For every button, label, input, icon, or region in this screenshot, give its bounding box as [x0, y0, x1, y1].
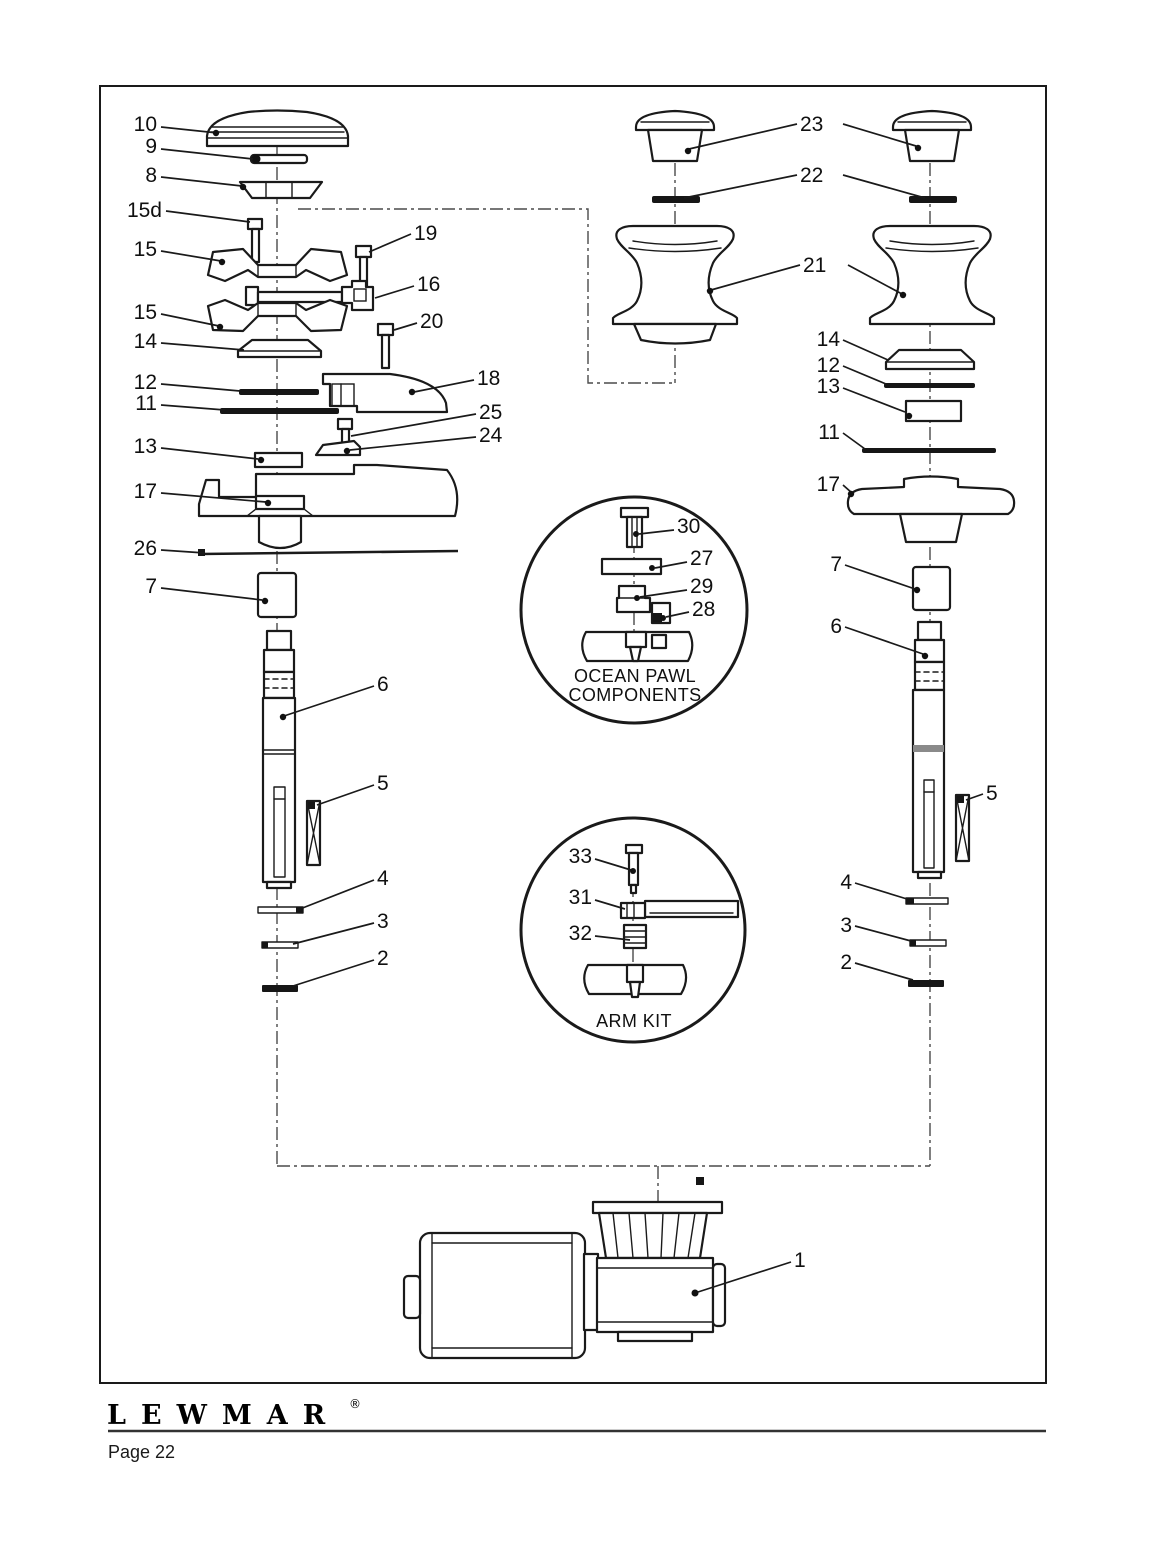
part-2-washer-right	[908, 980, 944, 987]
part-22-washer-right-drum	[909, 196, 957, 203]
part-8-collet	[238, 180, 324, 200]
callout-1: 1	[794, 1249, 806, 1272]
callout-29: 29	[690, 575, 713, 598]
part-15-stripper-upper	[206, 247, 349, 283]
callout-11-right: 11	[818, 421, 840, 444]
arm-kit-caption: ARM KIT	[596, 1011, 672, 1031]
part-7-drive-key-left	[256, 571, 298, 619]
callout-2-right: 2	[840, 951, 852, 974]
leader-dots	[212, 129, 929, 1297]
arm-base-section	[583, 963, 688, 999]
callout-26: 26	[134, 537, 157, 560]
callout-5-right: 5	[986, 782, 998, 805]
callout-2-left: 2	[377, 947, 389, 970]
part-21-drum-left	[611, 224, 739, 345]
part-4-washer-left	[257, 906, 304, 914]
part-1-motor-gearbox	[402, 1177, 727, 1360]
callout-23: 23	[800, 113, 823, 136]
callout-6-right: 6	[830, 615, 842, 638]
part-3-washer-left	[261, 941, 299, 949]
callout-4-right: 4	[840, 871, 852, 894]
part-9-circlip	[249, 153, 309, 165]
callout-19: 19	[414, 222, 437, 245]
part-14-cone-left	[236, 338, 323, 359]
ocean-pawl-caption-line2: COMPONENTS	[568, 685, 701, 705]
callout-15-lower: 15	[134, 301, 157, 324]
part-4-washer-right	[905, 897, 949, 905]
callout-17-left: 17	[134, 480, 157, 503]
lewmar-logo: LEWMAR	[107, 1400, 340, 1431]
leader-lines	[160, 123, 984, 1293]
part-11-ring-right	[862, 448, 996, 453]
ocean-pawl-caption-line1: OCEAN PAWL	[574, 666, 696, 686]
part-29-pawl	[615, 584, 652, 614]
footer: LEWMAR ® Page 22	[107, 1397, 1046, 1462]
part-17-base-right	[846, 475, 1016, 544]
part-5-shaft-key-left	[305, 799, 322, 867]
part-10-top-cap	[205, 109, 350, 148]
part-13-key-right	[904, 399, 963, 423]
part-3-washer-right	[909, 939, 947, 947]
arm-kit-inset	[519, 816, 747, 1044]
part-16-feeder-arm	[244, 279, 375, 312]
callout-9: 9	[145, 135, 157, 158]
callout-3-right: 3	[840, 914, 852, 937]
callout-25: 25	[479, 401, 502, 424]
callout-20: 20	[420, 310, 443, 333]
callout-13-left: 13	[134, 435, 157, 458]
callout-4-left: 4	[377, 867, 389, 890]
callout-7-left: 7	[145, 575, 157, 598]
callout-7-right: 7	[830, 553, 842, 576]
callout-30: 30	[677, 515, 700, 538]
part-32-arm-spring	[622, 923, 648, 950]
pawl-base-section	[581, 630, 694, 663]
callout-3-left: 3	[377, 910, 389, 933]
callout-12-right: 12	[817, 354, 840, 377]
part-2-washer-left	[262, 985, 298, 992]
callout-6-left: 6	[377, 673, 389, 696]
callout-16: 16	[417, 273, 440, 296]
part-12-seal-left	[239, 389, 319, 395]
part-6-drive-shaft-left	[261, 629, 297, 890]
part-11-ring-left	[220, 408, 339, 414]
callout-8: 8	[145, 164, 157, 187]
callout-11-left: 11	[135, 392, 157, 415]
part-number-labels: 10 9 8 15d 15 15 14 12 11 13 17 26 7 19 …	[127, 113, 998, 1272]
callout-27: 27	[690, 547, 713, 570]
callout-14-left: 14	[134, 330, 158, 353]
part-21-drum-right	[868, 224, 996, 326]
callout-12-left: 12	[134, 371, 157, 394]
part-20-screw	[376, 322, 395, 370]
callout-28: 28	[692, 598, 715, 621]
part-6-drive-shaft-right	[911, 620, 946, 880]
registered-mark: ®	[349, 1397, 361, 1411]
part-5-shaft-key-right	[954, 793, 971, 863]
callout-15d: 15d	[127, 199, 162, 222]
callout-13-right: 13	[817, 375, 840, 398]
callout-15-upper: 15	[134, 238, 157, 261]
part-31-arm	[619, 899, 740, 920]
part-23-cap-right-drum	[891, 109, 973, 163]
callout-5-left: 5	[377, 772, 389, 795]
callout-24: 24	[479, 424, 503, 447]
callout-17-right: 17	[817, 473, 840, 496]
callout-22: 22	[800, 164, 823, 187]
callout-14-right: 14	[817, 328, 841, 351]
part-15-stripper-lower	[206, 298, 349, 333]
part-18-stripper-cover	[321, 372, 449, 414]
part-14-cone-right	[884, 348, 976, 371]
callout-33: 33	[569, 845, 592, 868]
part-12-seal-right	[884, 383, 975, 388]
callout-10: 10	[134, 113, 157, 136]
callout-32: 32	[569, 922, 592, 945]
page-number: Page 22	[108, 1442, 175, 1462]
part-13-key-left	[253, 451, 304, 469]
callout-18: 18	[477, 367, 500, 390]
callout-21: 21	[803, 254, 826, 277]
callout-31: 31	[569, 886, 592, 909]
